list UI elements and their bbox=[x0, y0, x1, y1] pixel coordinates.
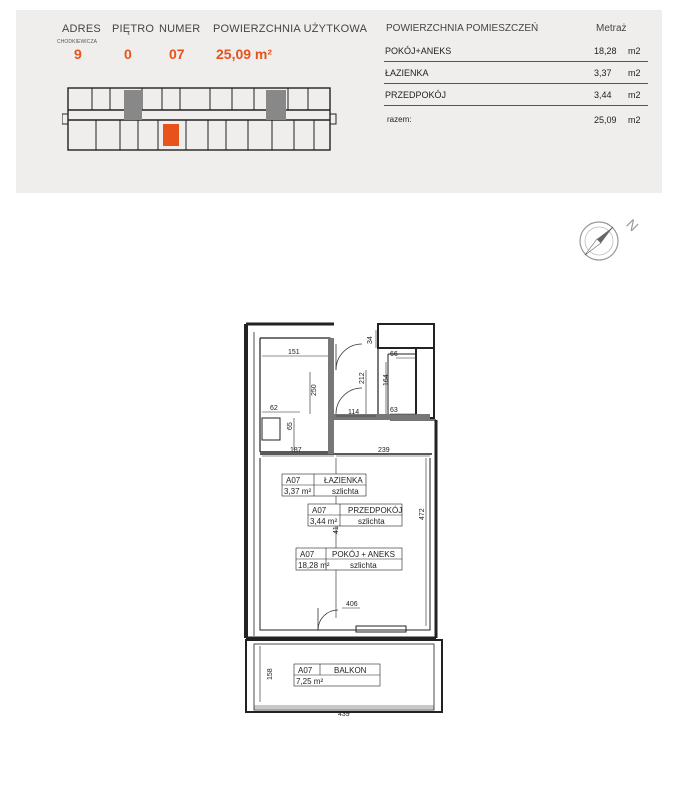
dim-label: 158 bbox=[267, 668, 274, 680]
dim-label: 472 bbox=[419, 508, 426, 520]
compass-icon: N bbox=[579, 216, 642, 261]
street-name: CHODKIEWICZA bbox=[57, 39, 98, 45]
room-finish: szlichta bbox=[350, 561, 377, 570]
numer-value: 07 bbox=[169, 46, 185, 62]
area-value: 25,09 m² bbox=[216, 46, 273, 62]
room-code: A07 bbox=[312, 506, 327, 515]
total-unit: m2 bbox=[628, 115, 641, 125]
room-label-balkon: A07 BALKON 7,25 m² bbox=[293, 663, 381, 687]
dim-label: 419 bbox=[333, 522, 340, 534]
room-name: ŁAZIENKA bbox=[385, 68, 429, 78]
numer-label: NUMER bbox=[159, 23, 201, 35]
dim-label: 151 bbox=[288, 349, 300, 356]
room-name: POKÓJ + ANEKS bbox=[332, 550, 395, 559]
dim-label: 250 bbox=[311, 384, 318, 396]
dim-label: 65 bbox=[287, 422, 294, 430]
room-label-lazienka: A07 ŁAZIENKA 3,37 m² szlichta bbox=[281, 473, 367, 497]
dim-label: 439 bbox=[338, 711, 350, 718]
room-area: 7,25 m² bbox=[296, 677, 323, 686]
north-letter: N bbox=[623, 216, 641, 234]
key-plan bbox=[62, 87, 337, 151]
room-label-pokoj: A07 POKÓJ + ANEKS 18,28 m² szlichta bbox=[295, 547, 403, 571]
total-label: razem: bbox=[387, 115, 412, 124]
room-name: POKÓJ+ANEKS bbox=[385, 46, 452, 56]
area-label: POWIERZCHNIA UŻYTKOWA bbox=[213, 23, 368, 35]
room-label-przedpokoj: A07 PRZEDPOKÓJ 3,44 m² szlichta bbox=[307, 503, 403, 527]
dim-label: 114 bbox=[348, 409, 359, 416]
room-row: PRZEDPOKÓJ 3,44 m2 bbox=[384, 85, 648, 106]
room-name: PRZEDPOKÓJ bbox=[348, 506, 402, 515]
dim-label: 34 bbox=[367, 336, 374, 344]
adres-value: 9 bbox=[74, 46, 82, 62]
floor-plan: 151 34 66 250 212 164 62 114 63 65 187 2… bbox=[244, 322, 443, 718]
room-area: 18,28 bbox=[594, 46, 617, 56]
dim-label: 164 bbox=[383, 374, 390, 386]
adres-label: ADRES bbox=[62, 23, 101, 35]
room-code: A07 bbox=[300, 550, 315, 559]
room-area: 3,37 bbox=[594, 68, 612, 78]
apartment-highlight bbox=[163, 124, 179, 146]
room-unit: m2 bbox=[628, 46, 641, 56]
pietro-value: 0 bbox=[124, 46, 132, 62]
room-area: 3,44 m² bbox=[310, 517, 337, 526]
room-area: 18,28 m² bbox=[298, 561, 330, 570]
dim-label: 63 bbox=[390, 407, 398, 414]
room-area: 3,44 bbox=[594, 90, 612, 100]
dim-label: 406 bbox=[346, 601, 358, 608]
dim-label: 62 bbox=[270, 405, 278, 412]
rooms-title: POWIERZCHNIA POMIESZCZEŃ bbox=[386, 23, 539, 34]
dim-label: 187 bbox=[290, 447, 302, 454]
room-unit: m2 bbox=[628, 68, 641, 78]
total-area: 25,09 bbox=[594, 115, 617, 125]
dim-label: 239 bbox=[378, 447, 390, 454]
room-row: ŁAZIENKA 3,37 m2 bbox=[384, 63, 648, 84]
dim-label: 66 bbox=[390, 351, 398, 358]
metraz-title: Metraż bbox=[596, 23, 627, 34]
info-panel bbox=[16, 10, 662, 193]
total-row: razem: 25,09 m2 bbox=[384, 112, 648, 128]
room-unit: m2 bbox=[628, 90, 641, 100]
room-code: A07 bbox=[298, 666, 313, 675]
room-finish: szlichta bbox=[358, 517, 385, 526]
room-area: 3,37 m² bbox=[284, 487, 311, 496]
room-name: BALKON bbox=[334, 666, 367, 675]
room-name: ŁAZIENKA bbox=[324, 476, 363, 485]
room-name: PRZEDPOKÓJ bbox=[385, 90, 447, 100]
room-row: POKÓJ+ANEKS 18,28 m2 bbox=[384, 41, 648, 62]
pietro-label: PIĘTRO bbox=[112, 23, 155, 35]
dim-label: 212 bbox=[359, 372, 366, 384]
room-code: A07 bbox=[286, 476, 301, 485]
room-finish: szlichta bbox=[332, 487, 359, 496]
